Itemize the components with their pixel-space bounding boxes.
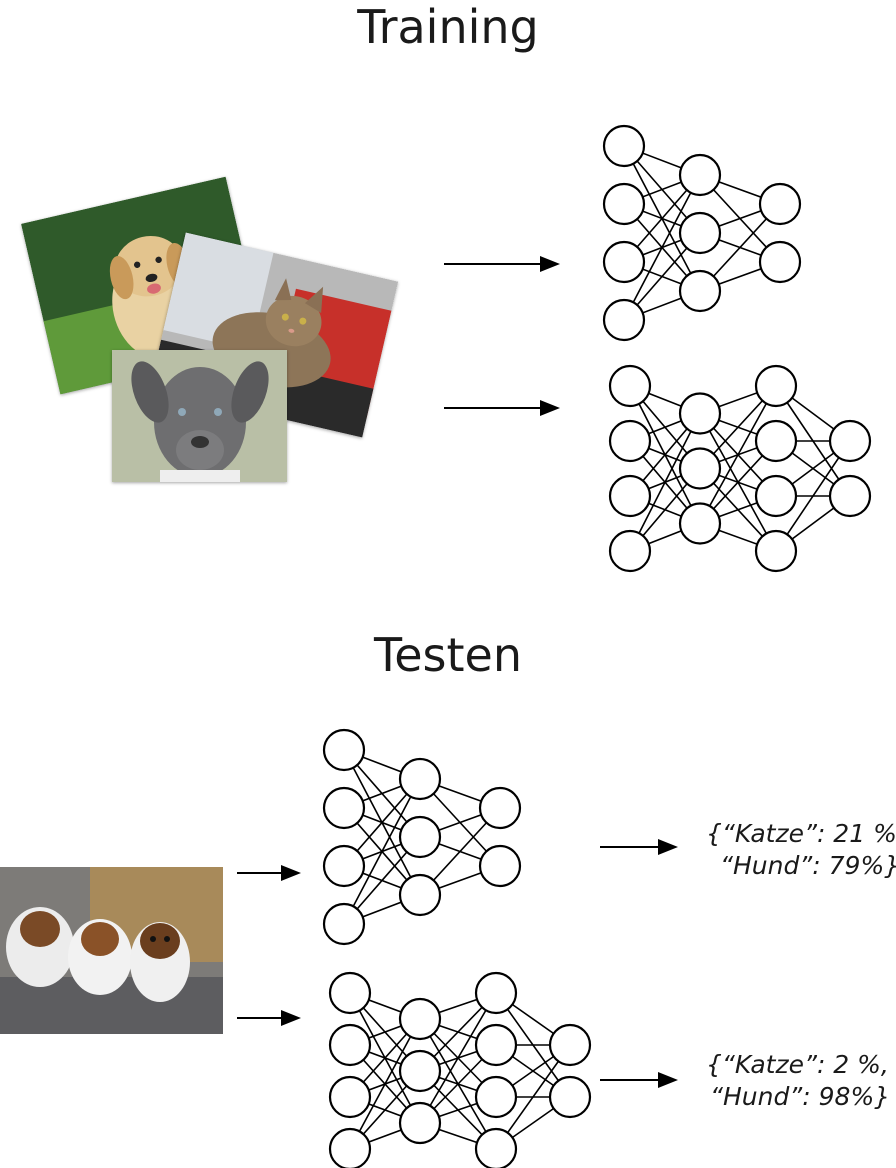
testing-title: Testen <box>373 628 523 682</box>
testing-network-large <box>328 971 592 1168</box>
neuron-layer-1 <box>602 124 646 168</box>
neuron-layer-1 <box>602 182 646 226</box>
connection <box>419 992 497 1124</box>
neuron-layer-3 <box>474 1075 518 1119</box>
testing-input-arrow-2 <box>237 1010 301 1026</box>
neuron-layer-2 <box>398 997 442 1041</box>
neuron-layer-2 <box>678 502 722 545</box>
neuron-layer-2 <box>678 211 722 255</box>
neuron-layer-1 <box>322 786 366 830</box>
neuron-layer-1 <box>608 419 652 463</box>
neuron-layer-1 <box>608 364 652 408</box>
neuron-layer-1 <box>602 240 646 284</box>
neuron-layer-1 <box>328 971 372 1015</box>
training-network-small <box>602 124 802 342</box>
neuron-layer-2 <box>678 153 722 197</box>
connection <box>629 413 701 552</box>
neuron-layer-3 <box>754 474 798 518</box>
connection <box>775 440 851 552</box>
neuron-layer-2 <box>398 1049 442 1093</box>
result-2-line-1: {“Katze”: 2 %, <box>706 1050 889 1079</box>
testing-input-arrow-1 <box>237 865 301 881</box>
neuron-layer-3 <box>754 364 798 408</box>
testing-output-arrow-1 <box>600 839 678 855</box>
neuron-layer-1 <box>328 1075 372 1119</box>
grey-dog-photo <box>112 350 287 482</box>
testing-network-small <box>322 728 522 946</box>
neuron-layer-1 <box>328 1023 372 1067</box>
neuron-layer-1 <box>328 1127 372 1168</box>
connection <box>349 1018 421 1150</box>
three-puppies-photo <box>0 867 223 1034</box>
neuron-layer-1 <box>322 844 366 888</box>
result-2-line-2: “Hund”: 98%} <box>710 1082 891 1111</box>
training-arrow-1 <box>444 256 560 272</box>
result-1-line-1: {“Katze”: 21 %, <box>706 819 896 848</box>
neuron-layer-2 <box>398 815 442 859</box>
neuron-layer-2 <box>678 392 722 435</box>
neuron-layer-1 <box>322 728 366 772</box>
result-1-line-2: “Hund”: 79%} <box>720 851 896 880</box>
neuron-layer-3 <box>478 844 522 888</box>
training-title: Training <box>357 0 539 54</box>
neuron-layer-1 <box>608 529 652 573</box>
neuron-layer-3 <box>474 1127 518 1168</box>
result-2: {“Katze”: 2 %, “Hund”: 98%} <box>706 1049 890 1113</box>
testing-output-arrow-2 <box>600 1072 678 1088</box>
neuron-layer-4 <box>828 419 872 463</box>
result-1: {“Katze”: 21 %, “Hund”: 79%} <box>706 818 896 882</box>
neuron-layer-3 <box>474 1023 518 1067</box>
neuron-layer-4 <box>828 474 872 518</box>
neuron-layer-4 <box>548 1023 592 1067</box>
connection <box>343 778 421 925</box>
neuron-layer-1 <box>602 298 646 342</box>
neuron-layer-3 <box>758 240 802 284</box>
neuron-layer-4 <box>548 1075 592 1119</box>
neuron-layer-1 <box>322 902 366 946</box>
connection <box>699 385 777 524</box>
neuron-layer-3 <box>478 786 522 830</box>
neuron-layer-2 <box>398 1101 442 1145</box>
connection <box>623 174 701 321</box>
neuron-layer-2 <box>398 873 442 917</box>
training-network-large <box>608 364 872 573</box>
neuron-layer-1 <box>608 474 652 518</box>
neuron-layer-2 <box>678 269 722 313</box>
neuron-layer-3 <box>754 419 798 463</box>
neuron-layer-3 <box>754 529 798 573</box>
neuron-layer-2 <box>678 447 722 490</box>
neuron-layer-2 <box>398 757 442 801</box>
connection <box>495 1044 571 1150</box>
neuron-layer-3 <box>474 971 518 1015</box>
training-arrow-2 <box>444 400 560 416</box>
neuron-layer-3 <box>758 182 802 226</box>
